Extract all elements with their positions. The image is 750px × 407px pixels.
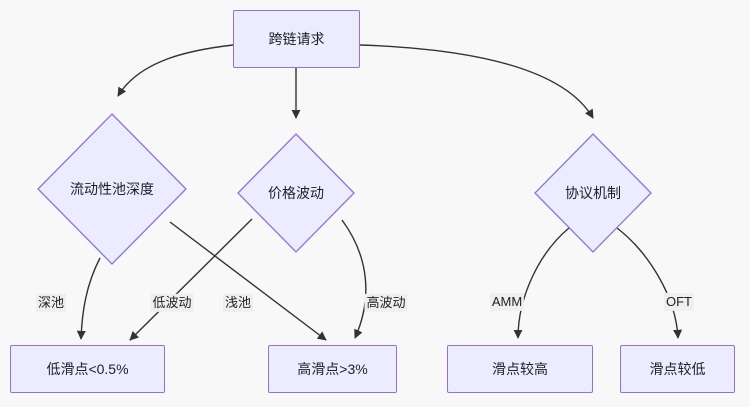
edge-volatility-to-low-slip (129, 218, 253, 341)
node-slip-high[interactable]: 滑点较高 (447, 345, 593, 393)
node-root-label: 跨链请求 (268, 30, 325, 47)
node-high-slip-label: 高滑点>3% (297, 360, 368, 377)
node-slip-low[interactable]: 滑点较低 (620, 345, 735, 393)
node-volatility[interactable]: 价格波动 (237, 133, 355, 253)
diamond-shape (237, 133, 355, 253)
node-root[interactable]: 跨链请求 (233, 10, 360, 68)
edge-label-shallow-pool: 浅池 (222, 293, 254, 313)
node-slip-low-label: 滑点较低 (649, 360, 706, 377)
edge-label-high-volatility: 高波动 (364, 293, 408, 313)
node-protocol-label: 协议机制 (565, 185, 621, 201)
edge-root-to-protocol (359, 44, 594, 119)
edge-liquidity-to-low-slip (76, 257, 101, 340)
edge-label-deep-pool: 深池 (35, 293, 67, 313)
node-low-slip[interactable]: 低滑点<0.5% (10, 345, 165, 393)
edge-protocol-to-slip-high (513, 227, 570, 339)
node-protocol[interactable]: 协议机制 (534, 133, 652, 253)
node-liquidity-label: 流动性池深度 (70, 181, 154, 197)
edge-root-to-liquidity (117, 44, 234, 97)
edge-label-low-volatility: 低波动 (150, 293, 194, 313)
node-liquidity[interactable]: 流动性池深度 (37, 113, 187, 265)
node-low-slip-label: 低滑点<0.5% (46, 360, 129, 377)
edge-label-oft: OFT (664, 292, 694, 312)
node-high-slip[interactable]: 高滑点>3% (268, 345, 397, 393)
diamond-shape (37, 113, 187, 265)
edge-label-amm: AMM (489, 292, 525, 312)
edge-protocol-to-slip-low (616, 227, 683, 339)
node-volatility-label: 价格波动 (268, 185, 324, 201)
node-slip-high-label: 滑点较高 (492, 360, 548, 377)
edge-volatility-to-high-slip (341, 219, 367, 339)
diamond-shape (534, 133, 652, 253)
edge-liquidity-to-high-slip (169, 221, 327, 341)
